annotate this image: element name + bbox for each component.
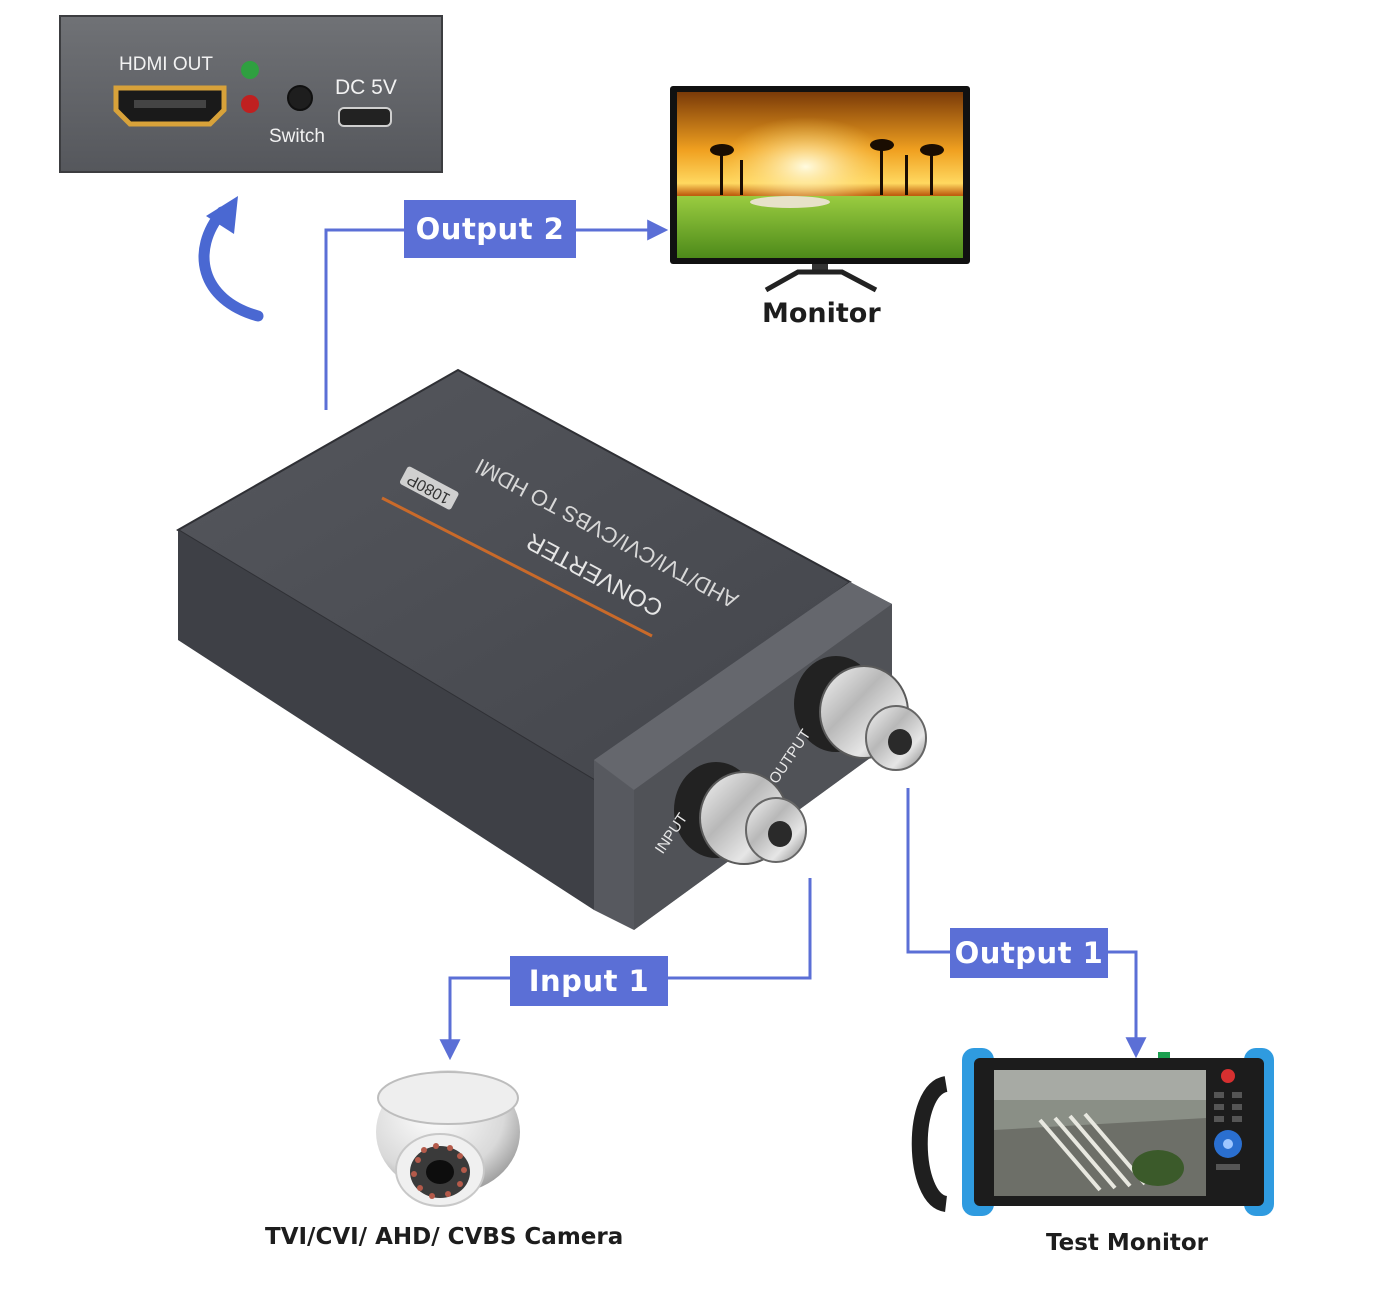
switch-button-icon bbox=[287, 85, 313, 111]
rear-panel bbox=[59, 15, 443, 173]
bnc-output-connector-icon bbox=[794, 656, 927, 771]
input1-connector-line bbox=[439, 878, 812, 1061]
converter-device bbox=[176, 368, 927, 930]
output2-connector-line bbox=[324, 219, 669, 410]
test-monitor-caption: Test Monitor bbox=[1046, 1230, 1209, 1256]
curved-arrow-icon bbox=[198, 196, 264, 322]
camera-caption: TVI/CVI/ AHD/ CVBS Camera bbox=[265, 1224, 624, 1250]
switch-label: Switch bbox=[269, 126, 325, 147]
dc-5v-label: DC 5V bbox=[335, 76, 397, 99]
power-led-icon bbox=[241, 61, 259, 79]
output1-tag: Output 1 bbox=[950, 928, 1108, 978]
dome-camera-illustration bbox=[376, 1070, 520, 1207]
input1-tag: Input 1 bbox=[510, 956, 668, 1006]
hdmi-port-icon bbox=[113, 85, 227, 127]
status-led-icon bbox=[241, 95, 259, 113]
monitor-caption: Monitor bbox=[762, 298, 881, 329]
output1-connector-line bbox=[906, 788, 1147, 1059]
micro-usb-port-icon bbox=[338, 107, 392, 127]
monitor-illustration bbox=[670, 86, 970, 293]
bnc-input-connector-icon bbox=[674, 762, 807, 865]
output2-tag: Output 2 bbox=[404, 200, 576, 258]
test-monitor-illustration bbox=[911, 1048, 1274, 1216]
hdmi-out-label: HDMI OUT bbox=[119, 54, 213, 75]
